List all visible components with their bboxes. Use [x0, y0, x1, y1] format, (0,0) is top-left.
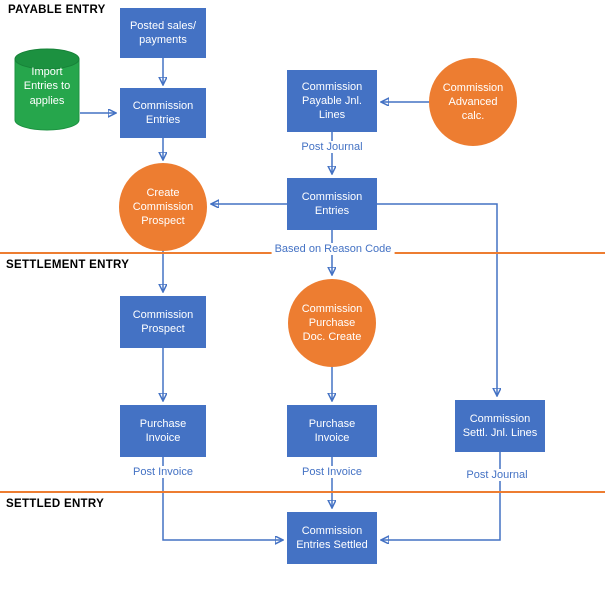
section-label-settled-entry: SETTLED ENTRY: [6, 498, 105, 510]
node-commission-advanced-calc: Commission Advanced calc.: [429, 58, 517, 146]
node-posted-sales-payments: Posted sales/ payments: [120, 8, 206, 58]
node-label: Commission Entries: [132, 99, 194, 126]
node-commission-purchase-doc-create: Commission Purchase Doc. Create: [288, 279, 376, 367]
connector-settl-jnl-to-settled: [382, 452, 501, 540]
node-import-entries: Import Entries to applies: [14, 48, 80, 132]
node-label: Commission Entries Settled: [296, 524, 368, 551]
node-label: Create Commission Prospect: [132, 186, 194, 228]
node-commission-entries-2: Commission Entries: [287, 178, 377, 230]
node-label: Purchase Invoice: [139, 417, 187, 444]
node-commission-entries-1: Commission Entries: [120, 88, 206, 138]
node-commission-entries-settled: Commission Entries Settled: [287, 512, 377, 564]
node-commission-prospect: Commission Prospect: [120, 296, 206, 348]
node-label: Purchase Invoice: [308, 417, 356, 444]
node-label: Commission Settl. Jnl. Lines: [462, 412, 538, 439]
node-label: Posted sales/ payments: [129, 19, 197, 46]
section-label-settlement-entry: SETTLEMENT ENTRY: [6, 259, 130, 271]
edge-label-post-journal-right: Post Journal: [463, 469, 531, 481]
database-cylinder-icon: [14, 48, 80, 131]
connector-entries2-to-settl-jnl: [377, 203, 497, 395]
node-label: Import Entries to applies: [23, 66, 71, 107]
edge-label-based-on-reason-code: Based on Reason Code: [271, 243, 395, 255]
edge-label-post-invoice-mid: Post Invoice: [299, 466, 365, 478]
section-divider-settled: [0, 491, 605, 493]
connector-purchase-invoice-left-to-settled: [162, 457, 282, 540]
section-label-payable-entry: PAYABLE ENTRY: [8, 4, 106, 16]
node-label: Commission Payable Jnl. Lines: [301, 80, 363, 122]
node-purchase-invoice-mid: Purchase Invoice: [287, 405, 377, 457]
node-label: Commission Prospect: [132, 308, 194, 335]
node-commission-payable-jnl-lines: Commission Payable Jnl. Lines: [287, 70, 377, 132]
node-create-commission-prospect: Create Commission Prospect: [119, 163, 207, 251]
edge-label-post-invoice-left: Post Invoice: [130, 466, 196, 478]
node-label: Commission Purchase Doc. Create: [301, 302, 363, 344]
node-label: Commission Advanced calc.: [442, 81, 504, 123]
node-commission-settl-jnl-lines: Commission Settl. Jnl. Lines: [455, 400, 545, 452]
node-label: Commission Entries: [301, 190, 363, 217]
node-purchase-invoice-left: Purchase Invoice: [120, 405, 206, 457]
edge-label-post-journal-top: Post Journal: [298, 141, 366, 153]
